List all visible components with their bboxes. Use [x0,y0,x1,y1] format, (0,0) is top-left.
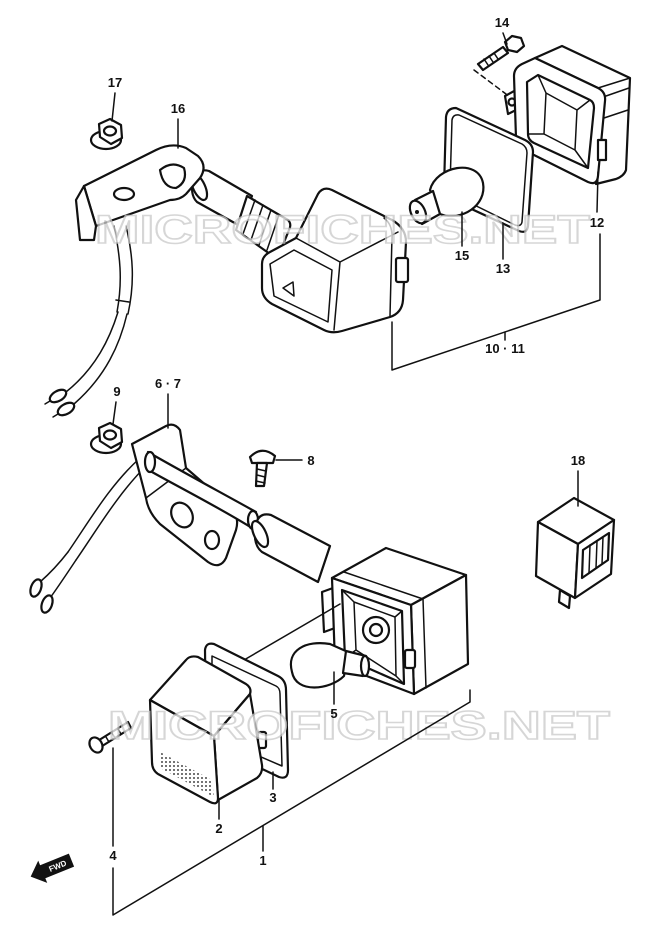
leader-12 [596,171,599,213]
callout-13: 13 [496,261,510,276]
upper-bellows-ribs [242,199,280,251]
relay-18-mounting-tab [557,588,572,610]
callout-14: 14 [495,15,510,30]
bolt-14-head [503,34,526,54]
lower-stalk-end [250,519,270,549]
lens-2-top [148,655,252,738]
callout-1: 1 [259,853,266,868]
bolt-14-threads [483,52,499,66]
rear-housing-inner-back [527,74,591,169]
lower-housing [320,546,470,696]
lower-wires [39,551,77,599]
bracket-1 [112,689,471,916]
forward-arrow-shape [30,853,75,883]
bulb-15-contact [415,210,419,214]
lower-housing-rim [343,571,427,689]
upper-housing-edges [295,217,399,331]
forward-arrow-icon: FWD [30,853,75,883]
callout-labels: 14 17 16 12 15 13 10 · 11 9 6 · 7 8 18 5… [108,15,604,868]
leader-9 [112,401,117,425]
bracket-6-7-hole-1 [170,501,194,529]
lens-2-reflector-pattern [160,752,214,797]
upper-wire-sheath [113,225,134,315]
lower-tube-end [143,450,157,474]
bracket-16-boss [158,163,187,190]
rear-housing-12 [503,44,632,186]
bulb-15-glass [428,166,485,217]
relay-18-connector-ridges [588,536,604,574]
bolt-14-shaft [476,45,510,72]
upper-connector-2 [56,401,76,417]
leader-lines [111,32,601,916]
bracket-6-7-hole-2 [203,529,221,551]
screw-8 [248,449,277,488]
lower-connector-1 [29,578,43,598]
upper-wiring [44,225,134,418]
callout-16: 16 [171,101,185,116]
screw-8-threads [255,468,267,484]
nut-9-bore [102,429,118,441]
upper-lens-mark-icon [282,281,295,297]
callout-10-11: 10 · 11 [485,341,525,356]
lens-alignment-line [243,603,341,661]
upper-lens-face [269,249,333,323]
upper-housing-clip [394,256,410,284]
callout-9: 9 [113,384,120,399]
watermark-bottom: MICROFICHES.NET [108,704,610,748]
callout-17: 17 [108,75,122,90]
lower-housing-clip-front [403,648,417,670]
nut-17 [89,117,124,151]
relay-18 [534,496,616,610]
bracket-10-11 [391,233,601,371]
lower-stalk-cylinder [253,513,332,584]
callout-8: 8 [307,453,314,468]
lower-wire-sheath [67,457,147,561]
lower-wiring [29,457,147,614]
lower-stalk [143,450,332,584]
bolt-14-alignment-line [473,69,507,95]
nut-17-bore [102,125,118,137]
bulb-5-glass [289,642,350,689]
upper-connector-tips [44,400,59,418]
rear-housing-clip [596,138,608,162]
watermark-top: MICROFICHES.NET [95,208,590,252]
callout-6-7: 6 · 7 [155,376,181,391]
lens-2 [148,655,264,805]
screw-4-threads [105,728,122,743]
upper-connector-1 [48,388,68,404]
lens-2-side [212,692,264,802]
upper-wires [65,311,128,405]
bracket-16-fold [74,184,98,242]
callout-5: 5 [330,706,337,721]
leader-14 [502,32,508,45]
bulb-15 [408,166,485,226]
callout-12: 12 [590,215,604,230]
nut-9 [89,421,124,455]
callout-4: 4 [109,848,117,863]
callout-3: 3 [269,790,276,805]
callout-2: 2 [215,821,222,836]
bolt-14 [473,34,526,95]
lower-connector-2 [40,594,54,614]
bracket-16-hole [112,186,136,202]
leader-17 [111,92,116,122]
callout-18: 18 [571,453,585,468]
callout-15: 15 [455,248,469,263]
rear-housing-opening [525,73,596,170]
screw-8-head [248,449,277,465]
rear-housing-top-edge [597,77,631,119]
screw-4 [88,720,133,754]
lower-housing-socket-bore [368,622,384,638]
lower-housing-inner-edges [341,589,405,685]
bulb-5-base-end [359,654,371,678]
bracket-16 [74,144,205,242]
screw-4-head [88,736,104,754]
